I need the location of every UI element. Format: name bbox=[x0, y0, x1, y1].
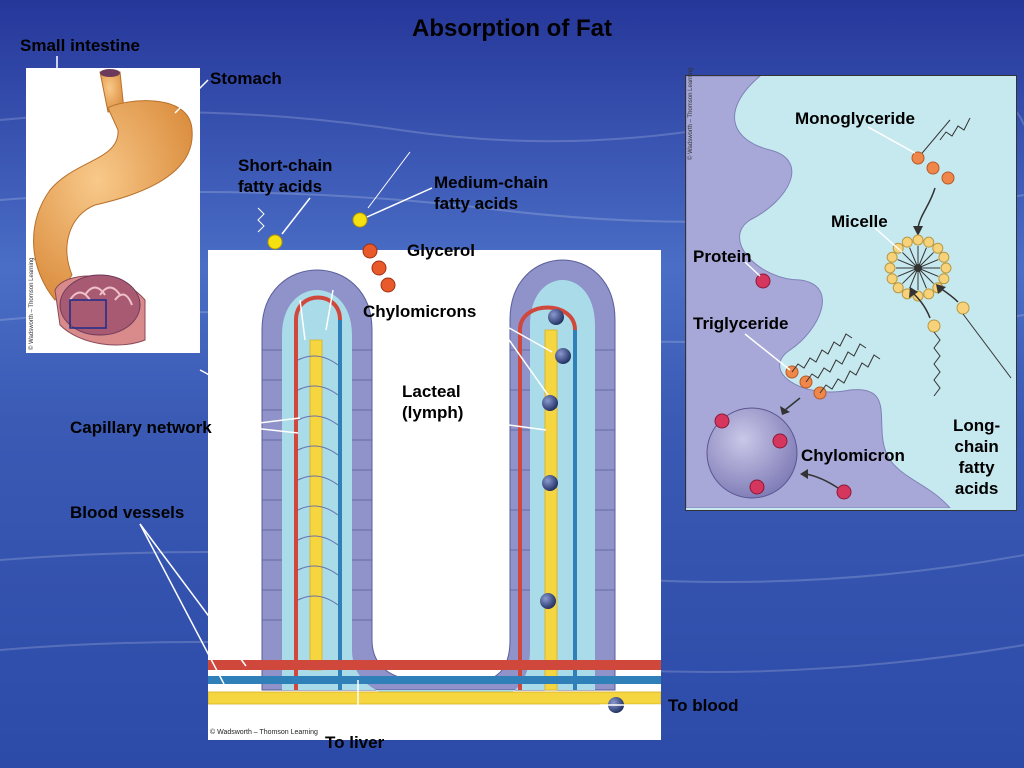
label-to-liver: To liver bbox=[325, 733, 385, 752]
label-chylomicron: Chylomicron bbox=[801, 446, 905, 465]
micelle-head bbox=[923, 236, 935, 248]
micelle-head bbox=[923, 288, 935, 300]
label-micelle: Micelle bbox=[831, 212, 888, 231]
label-glycerol: Glycerol bbox=[407, 241, 476, 260]
micelle-head bbox=[884, 262, 896, 274]
label-stomach: Stomach bbox=[210, 69, 282, 88]
label-lacteal: Lacteal (lymph) bbox=[402, 382, 464, 422]
micelle-head bbox=[886, 251, 898, 263]
label-capillary-network: Capillary network bbox=[70, 418, 212, 437]
inset-copyright: © Wadsworth – Thomson Learning bbox=[688, 67, 694, 160]
micelle-head bbox=[932, 242, 944, 254]
zoom-box bbox=[69, 299, 107, 329]
micelle-head bbox=[886, 273, 898, 285]
villi-copyright: © Wadsworth – Thomson Learning bbox=[210, 729, 318, 736]
label-blood-vessels: Blood vessels bbox=[70, 503, 185, 522]
label-monoglyceride: Monoglyceride bbox=[795, 109, 915, 128]
label-chylomicrons: Chylomicrons bbox=[363, 302, 477, 321]
micelle-head bbox=[938, 251, 950, 263]
micelle-head bbox=[940, 262, 952, 274]
page-title: Absorption of Fat bbox=[412, 15, 612, 42]
micelle-head bbox=[938, 273, 950, 285]
label-medium-chain: Medium-chain fatty acids bbox=[434, 173, 549, 213]
micelle-head bbox=[912, 234, 924, 246]
micelle-head bbox=[892, 282, 904, 294]
label-protein: Protein bbox=[693, 247, 752, 266]
micelle-head bbox=[901, 236, 913, 248]
label-small-intestine: Small intestine bbox=[20, 36, 140, 55]
label-to-blood: To blood bbox=[668, 696, 739, 715]
label-short-chain: Short-chain fatty acids bbox=[238, 156, 333, 196]
label-long-chain: Long- chain fatty acids bbox=[953, 416, 1001, 498]
label-triglyceride: Triglyceride bbox=[693, 314, 789, 333]
